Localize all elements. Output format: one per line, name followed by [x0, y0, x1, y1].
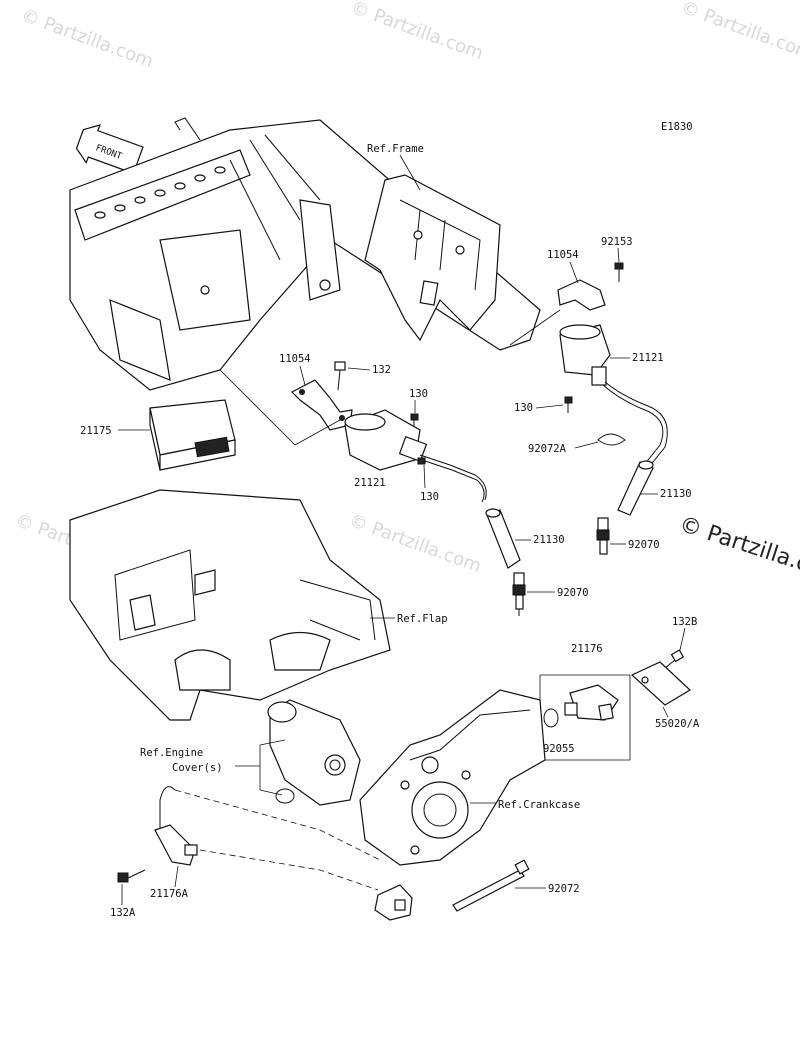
cover-o-ring	[275, 788, 295, 804]
watermark-edge: © Partzilla.c	[676, 512, 800, 577]
part-21130-right: 21130	[660, 488, 692, 500]
watermark-2: © Partzilla.com	[348, 0, 486, 64]
part-21175: 21175	[80, 425, 112, 437]
engine-cover	[267, 699, 361, 806]
part-92072A: 92072A	[528, 443, 567, 455]
ref-engine-label: Ref.Engine	[140, 747, 203, 759]
ref-frame-label: Ref.Frame	[367, 143, 424, 155]
ecu-unit	[149, 399, 236, 471]
clamp-92072A	[597, 433, 626, 446]
part-11054-right: 11054	[547, 249, 579, 261]
ref-flap-label: Ref.Flap	[397, 613, 448, 625]
bolt-130-right	[564, 396, 573, 413]
o-ring-92055	[543, 708, 559, 728]
part-130-right: 130	[514, 402, 533, 414]
bolt-132B	[659, 649, 685, 673]
diagram-code: E1830	[661, 121, 693, 133]
ref-crankcase-label: Ref.Crankcase	[498, 799, 580, 811]
part-21176A: 21176A	[150, 888, 189, 900]
part-130-mid: 130	[409, 388, 428, 400]
crankcase-housing	[359, 689, 546, 866]
bolt-132	[334, 361, 346, 391]
bolt-132A	[117, 869, 146, 883]
spark-plug-left	[512, 572, 526, 616]
watermark-3: © Partzilla.com	[678, 0, 800, 64]
ref-engine-cover-label: Cover(s)	[172, 762, 223, 774]
left-ignition-coil	[344, 409, 487, 503]
part-92072: 92072	[548, 883, 580, 895]
flap-cover	[69, 489, 391, 721]
plug-cap-right	[617, 460, 654, 516]
watermark-5: © Partzilla.com	[346, 510, 484, 577]
part-132: 132	[372, 364, 391, 376]
spark-plug-right	[596, 517, 610, 555]
crank-sensor-21176	[564, 684, 619, 721]
part-11054-left: 11054	[279, 353, 311, 365]
part-130-lower: 130	[420, 491, 439, 503]
bolt-130-lower	[417, 457, 426, 465]
frame-bracket	[364, 174, 501, 342]
frame-structure	[69, 117, 541, 391]
bolt-92153	[614, 262, 624, 282]
part-92055: 92055	[543, 743, 575, 755]
cable-tie-92072	[452, 859, 530, 912]
part-21121-left: 21121	[354, 477, 386, 489]
part-92153: 92153	[601, 236, 633, 248]
right-ignition-coil	[559, 324, 668, 473]
sensor-21176A	[154, 786, 413, 921]
plug-cap-left	[485, 508, 521, 569]
sensor-bracket-55020A	[630, 661, 691, 706]
part-132A: 132A	[110, 907, 136, 919]
frame-holes	[94, 166, 226, 219]
part-132B: 132B	[672, 616, 697, 628]
part-21130-left: 21130	[533, 534, 565, 546]
part-92070-left: 92070	[557, 587, 589, 599]
part-55020A: 55020/A	[655, 718, 700, 730]
part-92070-right: 92070	[628, 539, 660, 551]
left-coil-bracket	[290, 379, 353, 431]
watermark-1: © Partzilla.com	[18, 5, 156, 72]
right-coil-bracket	[557, 279, 606, 311]
part-21121-right: 21121	[632, 352, 664, 364]
part-21176: 21176	[571, 643, 603, 655]
